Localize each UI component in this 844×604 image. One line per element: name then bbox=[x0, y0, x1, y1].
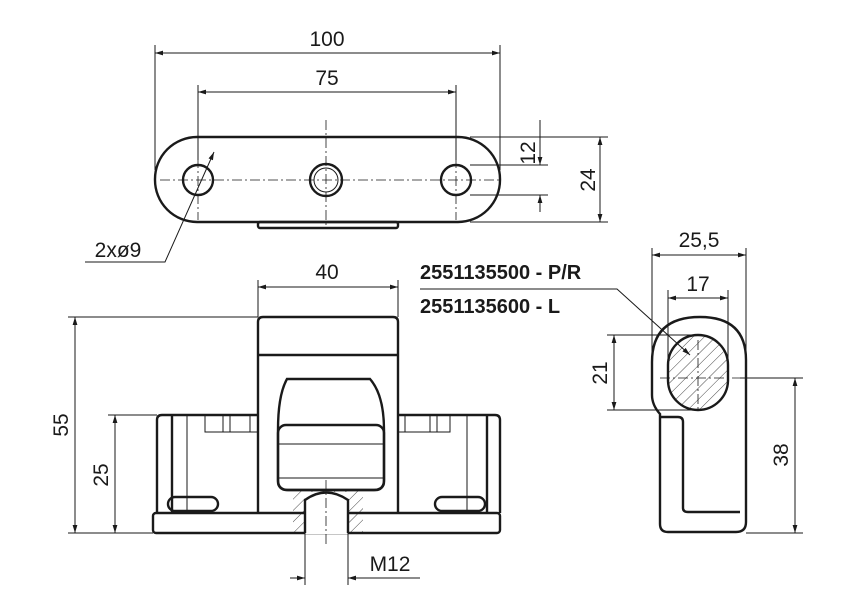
dim-75: 75 bbox=[315, 67, 338, 90]
thread-callout: M12 bbox=[370, 553, 411, 576]
front-view: 40 55 25 M12 bbox=[50, 261, 502, 585]
body bbox=[256, 315, 400, 513]
dim-17: 17 bbox=[686, 273, 709, 296]
dim-40: 40 bbox=[315, 261, 338, 284]
dim-12: 12 bbox=[517, 141, 540, 164]
dim-25: 25 bbox=[90, 463, 113, 486]
plate-outline bbox=[153, 135, 502, 224]
side-view: 25,5 17 21 38 bbox=[589, 229, 803, 534]
dim-100: 100 bbox=[309, 28, 344, 51]
dim-38: 38 bbox=[770, 443, 793, 466]
threaded-hole bbox=[303, 491, 350, 533]
hole-callout: 2xø9 bbox=[95, 239, 142, 262]
part-number-label: 2551135500 - P/R 2551135600 - L bbox=[420, 262, 691, 356]
dim-55: 55 bbox=[50, 413, 73, 436]
dim-24: 24 bbox=[577, 168, 600, 192]
side-outline bbox=[650, 315, 748, 534]
clamp-block bbox=[276, 377, 386, 492]
part-number-right: 2551135500 - P/R bbox=[420, 262, 582, 284]
left-wall bbox=[155, 413, 258, 513]
dim-25-5: 25,5 bbox=[679, 229, 720, 252]
top-view: 100 75 12 24 2xø9 bbox=[85, 28, 608, 263]
part-number-left: 2551135600 - L bbox=[420, 296, 560, 318]
base-tab bbox=[256, 220, 400, 230]
dim-21: 21 bbox=[589, 361, 612, 384]
